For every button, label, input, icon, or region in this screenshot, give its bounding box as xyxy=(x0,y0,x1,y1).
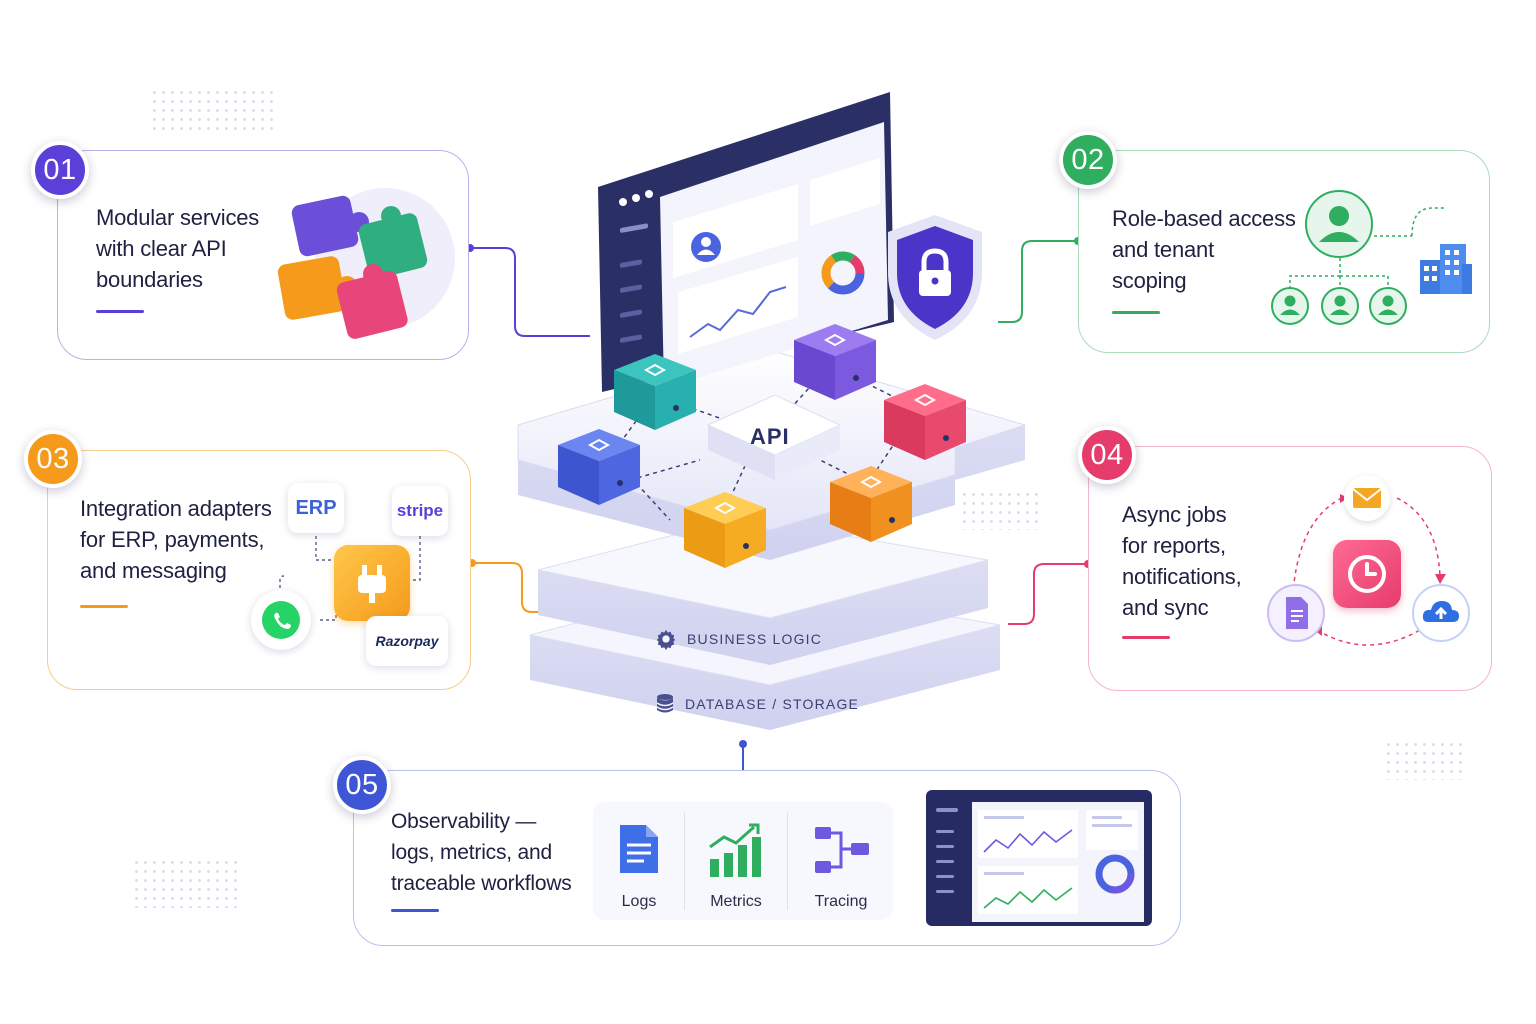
cube-purple xyxy=(794,324,876,400)
business-logic-layer: BUSINESS LOGIC xyxy=(655,628,822,650)
cube-blue xyxy=(558,429,640,505)
logs-icon xyxy=(620,825,658,873)
donut-chart-icon xyxy=(821,251,865,295)
card-05-text: Observability — logs, metrics, and trace… xyxy=(391,810,572,895)
divider xyxy=(787,812,788,910)
cube-yellow xyxy=(684,492,766,568)
cube-teal xyxy=(614,354,696,430)
metrics-label: Metrics xyxy=(710,893,762,910)
gear-icon xyxy=(656,629,676,650)
observability-dashboard xyxy=(926,790,1152,926)
erp-chip: ERP xyxy=(288,483,344,533)
card-02-text: Role-based access and tenant scoping xyxy=(1112,206,1296,293)
card-03-underline xyxy=(80,605,128,608)
shield-lock-icon xyxy=(888,215,982,340)
card-04-text: Async jobs for reports, notifications, a… xyxy=(1122,502,1242,620)
role-hierarchy-graphic xyxy=(1262,186,1482,336)
decor-dots xyxy=(132,858,242,908)
api-label: API xyxy=(750,424,790,449)
card-role-access xyxy=(1078,150,1490,353)
badge-02: 02 xyxy=(1059,131,1117,189)
metrics-icon xyxy=(709,823,761,877)
dashboard-monitor xyxy=(598,92,898,392)
business-logic-label: BUSINESS LOGIC xyxy=(687,631,823,647)
razorpay-label: Razorpay xyxy=(375,633,439,649)
integration-links xyxy=(279,530,421,640)
plug-icon xyxy=(334,545,410,621)
decor-dots xyxy=(150,88,274,132)
card-01-underline xyxy=(96,310,144,313)
card-async-jobs xyxy=(1088,446,1492,691)
logs-item: Logs xyxy=(593,803,685,919)
logs-label: Logs xyxy=(621,893,657,910)
cube-orange-right xyxy=(830,466,912,542)
whatsapp-icon xyxy=(251,590,311,650)
database-layer: DATABASE / STORAGE xyxy=(655,693,859,715)
card-05-underline xyxy=(391,909,439,912)
badge-01: 01 xyxy=(31,141,89,199)
database-icon xyxy=(656,694,674,713)
stripe-chip: stripe xyxy=(392,486,448,536)
tracing-icon xyxy=(815,827,869,873)
card-01-text: Modular services with clear API boundari… xyxy=(96,205,260,292)
cube-red xyxy=(884,384,966,460)
puzzle-icon xyxy=(275,176,455,346)
cloud-upload-icon xyxy=(1412,584,1470,642)
badge-04: 04 xyxy=(1078,426,1136,484)
badge-03: 03 xyxy=(24,430,82,488)
clock-icon xyxy=(1333,540,1401,608)
decor-dots xyxy=(1384,740,1464,780)
document-icon xyxy=(1267,584,1325,642)
building-icon xyxy=(1420,244,1472,294)
tracing-item: Tracing xyxy=(795,803,887,919)
card-04-underline xyxy=(1122,636,1170,639)
card-02-underline xyxy=(1112,311,1160,314)
badge-05: 05 xyxy=(333,756,391,814)
mail-icon xyxy=(1344,475,1390,521)
razorpay-chip: Razorpay xyxy=(366,616,448,666)
tracing-label: Tracing xyxy=(814,893,868,910)
decor-dots xyxy=(960,490,1040,530)
metrics-item: Metrics xyxy=(690,803,782,919)
card-03-text: Integration adapters for ERP, payments, … xyxy=(80,496,272,583)
database-label: DATABASE / STORAGE xyxy=(685,696,860,712)
divider xyxy=(684,812,685,910)
